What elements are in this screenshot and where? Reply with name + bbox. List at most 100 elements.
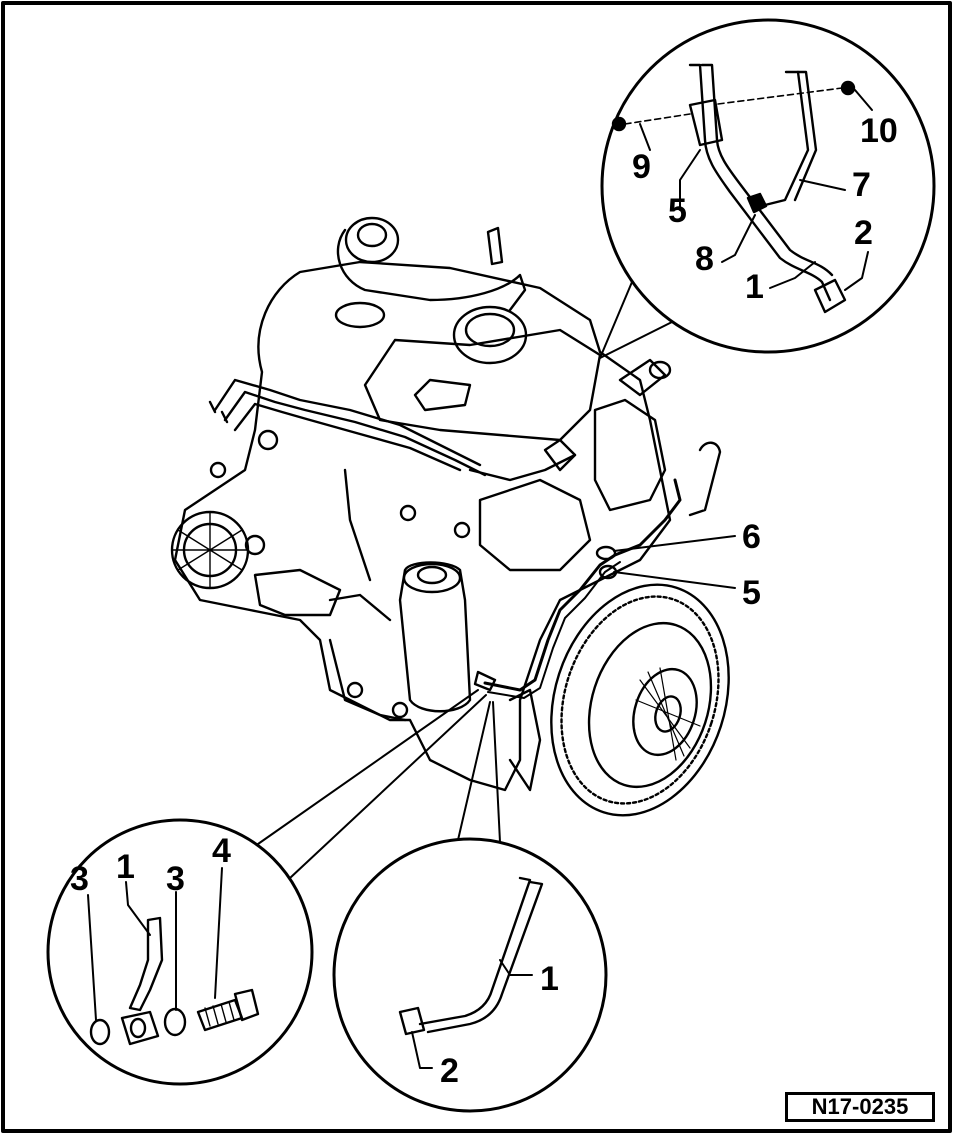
- leader-8: [721, 214, 756, 263]
- intake-flange: [334, 301, 386, 329]
- detail-bl-seal-left: [89, 1018, 111, 1046]
- oil-pan-bolt-1: [346, 681, 364, 699]
- callout-1-bl: 1: [116, 848, 135, 886]
- mount-bolt-1: [257, 429, 279, 451]
- egr-valve-cap: [356, 222, 388, 248]
- injector-line-3: [233, 402, 462, 472]
- valve-cover: [363, 328, 602, 442]
- block-casting: [478, 478, 592, 572]
- leader-10: [854, 89, 873, 111]
- detail-bl-bolt-head: [233, 988, 260, 1022]
- detail-bl-pipe: [128, 916, 164, 1012]
- callout-5-main: 5: [742, 574, 761, 612]
- oil-line-main-edge: [487, 561, 621, 699]
- detail-br-pipe: [418, 876, 532, 1026]
- callout-1-top: 1: [745, 268, 764, 306]
- injection-pump: [593, 398, 667, 512]
- oil-pan-edge: [328, 638, 407, 722]
- detail-top-pipe: [688, 63, 832, 302]
- leader-2-top: [844, 251, 869, 291]
- leader-1-bl: [125, 881, 151, 936]
- figure-reference-number: N17-0235: [785, 1092, 935, 1122]
- bellhousing-lug: [508, 688, 542, 792]
- callout-2-top: 2: [854, 214, 873, 252]
- leader-5-main: [613, 571, 736, 589]
- detail-top-axis-right: [717, 87, 843, 105]
- detail-circle-bottom-right: [332, 837, 608, 1113]
- callout-3-right: 3: [166, 860, 185, 898]
- detail-top-parts: [611, 63, 856, 314]
- banjo-fitting: [473, 670, 497, 692]
- leader-1-top: [769, 261, 816, 289]
- callout-2-br: 2: [440, 1052, 459, 1090]
- pressure-plate: [587, 621, 713, 789]
- callout-10: 10: [860, 112, 898, 150]
- detail-top-bracket: [763, 70, 810, 207]
- leader-5-top: [679, 149, 701, 211]
- pump-bracket: [618, 358, 667, 397]
- block-bolt-2: [453, 521, 471, 539]
- intake-pipe: [336, 228, 527, 312]
- valve-cover-plate: [413, 378, 472, 412]
- detail-top-leaders: [639, 89, 873, 291]
- block-bolt: [399, 504, 417, 522]
- leader-bl-2: [289, 694, 487, 879]
- engine-assembly: [170, 216, 722, 792]
- callout-7: 7: [852, 166, 871, 204]
- mount-bolt-2: [209, 461, 227, 479]
- detail-bl-banjo-hole: [129, 1017, 147, 1039]
- detail-bl-parts: [89, 916, 260, 1046]
- spring-fingers: [635, 667, 701, 761]
- callout-8: 8: [695, 240, 714, 278]
- detail-circle-bottom-left: [46, 818, 314, 1086]
- callout-9: 9: [632, 148, 651, 186]
- sensor-lead: [343, 468, 372, 582]
- detail-top-axis-left: [624, 113, 691, 125]
- leader-9: [639, 123, 651, 151]
- pump-bracket-bolt: [648, 360, 672, 380]
- flywheel-outer: [550, 583, 730, 817]
- detail-top-clip: [688, 98, 724, 147]
- leader-2-br: [411, 1031, 433, 1069]
- clutch-assembly: [508, 583, 730, 817]
- callout-6: 6: [742, 518, 761, 556]
- oil-filter-cap: [402, 562, 462, 594]
- detail-bl-thread-lines: [204, 1001, 235, 1027]
- detail-br-pipe-edge: [426, 880, 544, 1034]
- oil-filler-cap-inner: [464, 312, 516, 348]
- alternator-bolt: [244, 534, 266, 556]
- detail-circle-top: [600, 18, 936, 354]
- leader-top-2: [599, 321, 673, 359]
- leader-3-left: [87, 894, 97, 1021]
- rail-clamp: [543, 438, 577, 472]
- injector-line-1: [213, 378, 482, 467]
- egr-valve: [344, 216, 400, 264]
- detail-br-parts: [398, 876, 544, 1036]
- rail-tube: [468, 453, 577, 482]
- leader-top-1: [599, 281, 633, 359]
- oil-pan-bolt-2: [391, 701, 409, 719]
- oil-filter-housing: [398, 561, 472, 713]
- leader-7: [799, 179, 846, 191]
- diaphragm-spring: [632, 667, 698, 757]
- callout-4: 4: [212, 832, 231, 870]
- callout-5-top: 5: [668, 192, 687, 230]
- leader-6: [613, 535, 736, 552]
- oil-filler-cap: [452, 305, 528, 365]
- leader-bl-1: [257, 689, 479, 845]
- detail-top-bolt: [611, 116, 627, 132]
- leader-4: [214, 867, 223, 999]
- callout-3-left: 3: [70, 860, 89, 898]
- starter-bracket: [253, 568, 342, 617]
- leader-br-1: [457, 701, 491, 841]
- coolant-hose: [688, 441, 722, 517]
- detail-br-leaders: [411, 959, 533, 1069]
- callout-1-br: 1: [540, 960, 559, 998]
- detail-bl-seal-right: [163, 1007, 187, 1037]
- breather-stud: [486, 226, 504, 266]
- detail-top-pipe-edge: [700, 63, 834, 277]
- detail-bl-leaders: [87, 867, 223, 1021]
